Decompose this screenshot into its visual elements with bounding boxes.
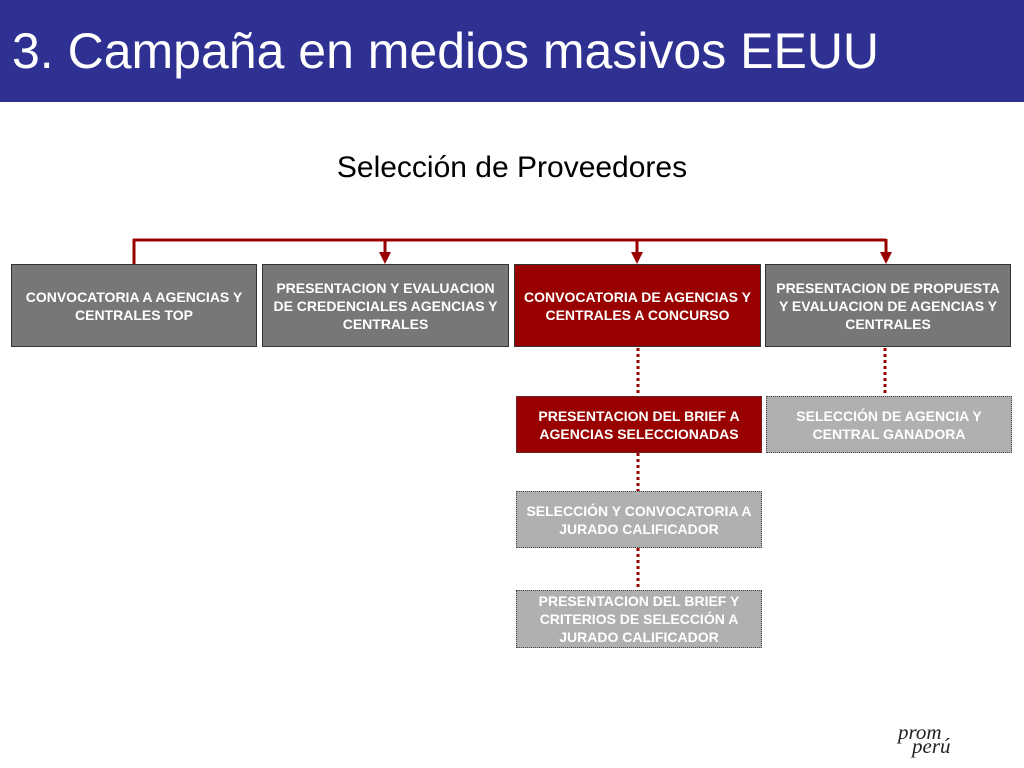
- step-label: PRESENTACION Y EVALUACION DE CREDENCIALE…: [273, 279, 498, 332]
- step-label: PRESENTACION DEL BRIEF Y CRITERIOS DE SE…: [538, 593, 740, 645]
- header-bar: 3. Campaña en medios masivos EEUU: [0, 0, 1024, 102]
- logo-text-prom: prom: [898, 720, 942, 744]
- diagram-subtitle: Selección de Proveedores: [336, 151, 688, 184]
- step-label: PRESENTACION DE PROPUESTA Y EVALUACION D…: [776, 279, 1000, 332]
- step-label: CONVOCATORIA DE AGENCIAS Y CENTRALES A C…: [524, 288, 751, 323]
- promperu-logo: prom perú: [894, 720, 974, 760]
- step-label: CONVOCATORIA A AGENCIAS Y CENTRALES TOP: [25, 288, 243, 323]
- step-label: SELECCIÓN DE AGENCIA Y CENTRAL GANADORA: [796, 407, 982, 442]
- step-box-brief-agencias: PRESENTACION DEL BRIEF A AGENCIAS SELECC…: [516, 396, 762, 453]
- step-box-ganadora: SELECCIÓN DE AGENCIA Y CENTRAL GANADORA: [766, 396, 1012, 453]
- step-box-credenciales: PRESENTACION Y EVALUACION DE CREDENCIALE…: [262, 264, 509, 347]
- step-box-brief-jurado: PRESENTACION DEL BRIEF Y CRITERIOS DE SE…: [516, 590, 762, 648]
- step-box-concurso: CONVOCATORIA DE AGENCIAS Y CENTRALES A C…: [514, 264, 761, 347]
- step-box-convocatoria-top: CONVOCATORIA A AGENCIAS Y CENTRALES TOP: [11, 264, 257, 347]
- logo-text-peru: perú: [912, 734, 951, 758]
- step-box-jurado: SELECCIÓN Y CONVOCATORIA A JURADO CALIFI…: [516, 491, 762, 548]
- page-title: 3. Campaña en medios masivos EEUU: [12, 23, 880, 79]
- step-box-propuesta: PRESENTACION DE PROPUESTA Y EVALUACION D…: [765, 264, 1011, 347]
- step-label: SELECCIÓN Y CONVOCATORIA A JURADO CALIFI…: [526, 502, 752, 537]
- step-label: PRESENTACION DEL BRIEF A AGENCIAS SELECC…: [538, 407, 740, 442]
